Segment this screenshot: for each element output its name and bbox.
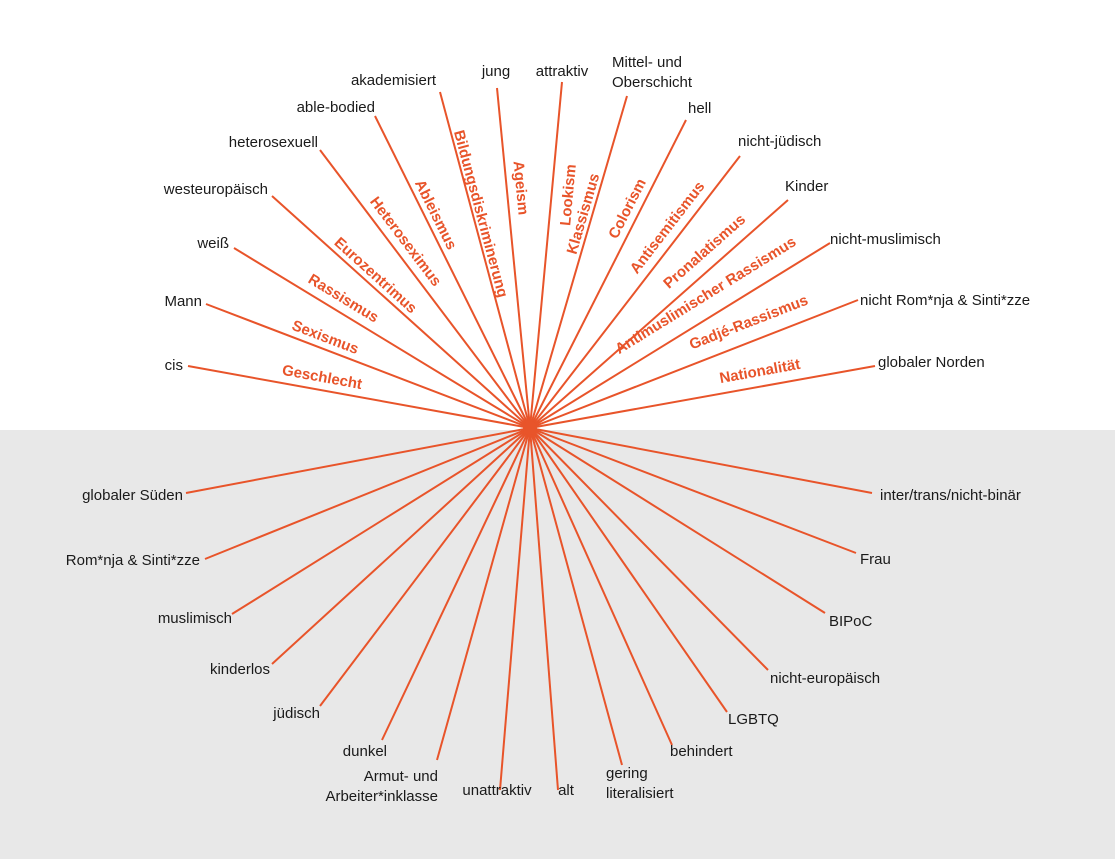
marginalized-label: Frau bbox=[860, 551, 891, 568]
marginalized-label: muslimisch bbox=[158, 610, 232, 627]
spoke-marginalized bbox=[381, 427, 531, 741]
spoke-marginalized bbox=[499, 427, 531, 791]
marginalized-label: LGBTQ bbox=[728, 711, 779, 728]
privileged-label: heterosexuell bbox=[229, 134, 318, 151]
spoke-marginalized bbox=[204, 427, 531, 560]
dimension-label: Colorism bbox=[605, 176, 650, 242]
privileged-label: hell bbox=[688, 100, 711, 117]
privileged-label: Kinder bbox=[785, 178, 828, 195]
privileged-label: nicht-muslimisch bbox=[830, 231, 941, 248]
spoke-marginalized bbox=[529, 427, 826, 614]
spoke-privileged bbox=[233, 247, 531, 429]
privileged-label: jung bbox=[481, 63, 510, 80]
privileged-label: globaler Norden bbox=[878, 354, 985, 371]
spoke-privileged bbox=[529, 95, 628, 429]
spoke-privileged bbox=[529, 242, 831, 429]
dimension-label: Lookism bbox=[557, 163, 580, 226]
spoke-privileged bbox=[187, 365, 531, 429]
marginalized-label: jüdisch bbox=[272, 705, 320, 722]
spoke-marginalized bbox=[529, 427, 673, 746]
spoke-marginalized bbox=[529, 427, 769, 671]
dimension-label: Bildungsdiskriminerung bbox=[450, 128, 511, 299]
marginalized-label: BIPoC bbox=[829, 613, 873, 630]
spoke-privileged bbox=[529, 119, 687, 429]
privileged-label: nicht Rom*nja & Sinti*zze bbox=[860, 292, 1030, 309]
dimension-label: Ableismus bbox=[411, 177, 460, 253]
labels: cis inter/trans/nicht-binär Geschlecht Mann… bbox=[66, 54, 1030, 805]
spoke-marginalized bbox=[436, 427, 531, 761]
marginalized-label: nicht-europäisch bbox=[770, 670, 880, 687]
dimension-label: Ageism bbox=[509, 160, 531, 216]
marginalized-label: unattraktiv bbox=[462, 782, 532, 799]
privileged-label: weiß bbox=[196, 235, 229, 252]
privileged-label: akademisiert bbox=[351, 72, 437, 89]
privileged-label: attraktiv bbox=[536, 63, 589, 80]
spoke-privileged bbox=[319, 149, 531, 429]
dimension-label: Sexismus bbox=[289, 317, 361, 358]
privileged-label: Mann bbox=[164, 293, 202, 310]
marginalized-label: behindert bbox=[670, 743, 733, 760]
spoke-marginalized bbox=[185, 427, 531, 494]
spoke-privileged bbox=[529, 155, 741, 429]
spoke-marginalized bbox=[529, 427, 559, 791]
privileged-label: nicht-jüdisch bbox=[738, 133, 821, 150]
spoke-marginalized bbox=[529, 427, 857, 554]
center-hub bbox=[523, 421, 537, 435]
spoke-marginalized bbox=[529, 427, 873, 494]
spoke-privileged bbox=[439, 91, 531, 429]
privileged-label: cis bbox=[165, 357, 183, 374]
marginalized-label: dunkel bbox=[343, 743, 387, 760]
spoke-marginalized bbox=[231, 427, 531, 615]
privileged-label: westeuropäisch bbox=[163, 181, 268, 198]
spoke-privileged bbox=[529, 365, 876, 429]
spoke-privileged bbox=[496, 87, 531, 429]
privileged-label: able-bodied bbox=[297, 99, 375, 116]
spoke-marginalized bbox=[529, 427, 728, 713]
spoke-marginalized bbox=[529, 427, 623, 766]
marginalized-label: alt bbox=[558, 782, 575, 799]
spoke-privileged bbox=[529, 81, 563, 429]
spokes bbox=[185, 81, 876, 791]
spoke-marginalized bbox=[319, 427, 531, 707]
spoke-privileged bbox=[529, 199, 789, 429]
spoke-privileged bbox=[271, 195, 531, 429]
dimension-label: Geschlecht bbox=[281, 362, 364, 393]
spoke-privileged bbox=[529, 299, 859, 429]
privileged-area bbox=[0, 0, 1115, 430]
marginalized-label: Rom*nja & Sinti*zze bbox=[66, 552, 200, 569]
marginalized-label: globaler Süden bbox=[82, 487, 183, 504]
marginalized-label: kinderlos bbox=[210, 661, 270, 678]
marginalized-label: inter/trans/nicht-binär bbox=[880, 487, 1021, 504]
spoke-privileged bbox=[374, 115, 531, 429]
spoke-marginalized bbox=[271, 427, 531, 665]
spoke-privileged bbox=[205, 303, 531, 429]
